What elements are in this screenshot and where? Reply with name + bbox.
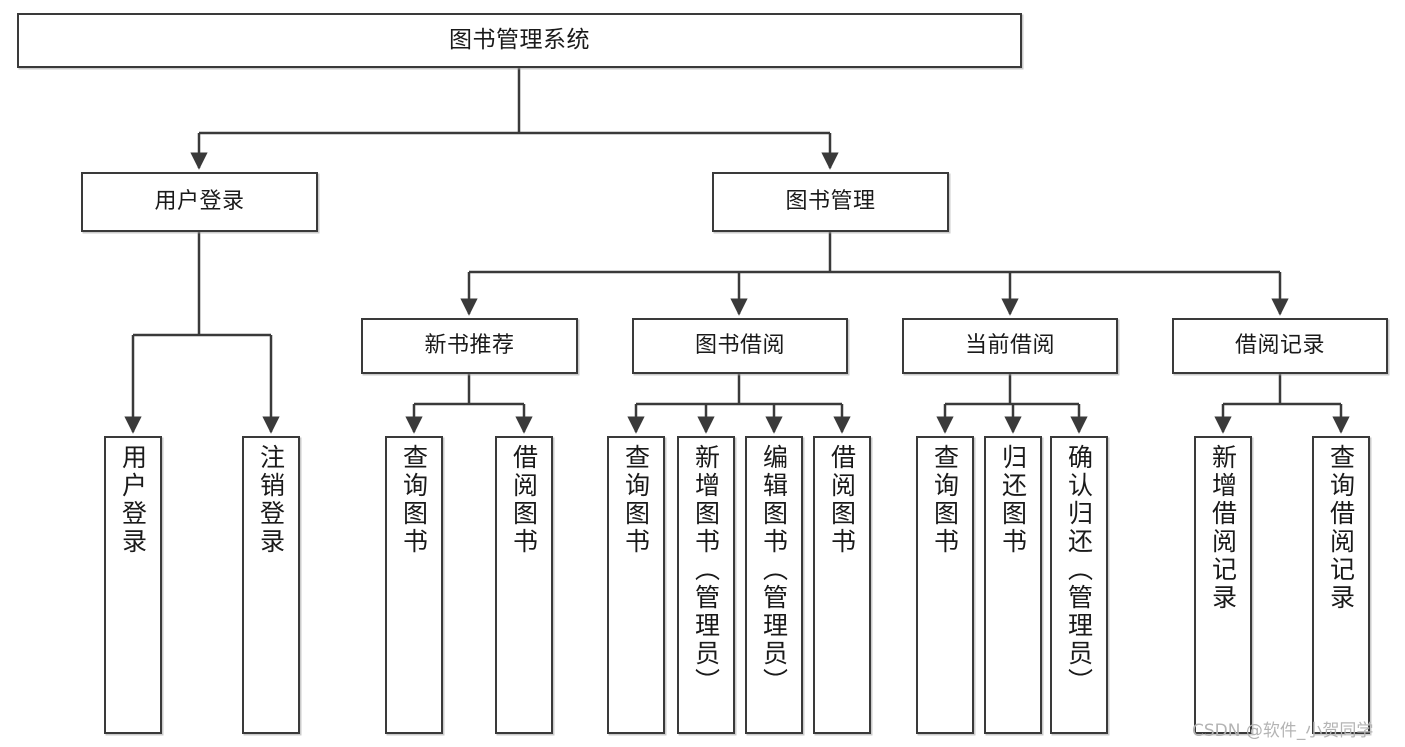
node-book-management[interactable]: 图书管理 xyxy=(712,172,949,232)
node-leaf-borrow-book-1-label: 借阅图书 xyxy=(509,444,539,556)
node-book-borrow-label: 图书借阅 xyxy=(694,332,785,358)
node-current-borrow[interactable]: 当前借阅 xyxy=(902,318,1118,374)
node-root-label: 图书管理系统 xyxy=(449,26,590,53)
node-leaf-add-book[interactable]: 新增图书（管理员） xyxy=(677,436,735,734)
node-leaf-borrow-book-2-label: 借阅图书 xyxy=(827,444,857,556)
node-leaf-logout-login-label: 注销登录 xyxy=(256,444,286,556)
node-borrow-record-label: 借阅记录 xyxy=(1234,332,1325,358)
node-leaf-query-record-label: 查询借阅记录 xyxy=(1326,444,1356,612)
node-leaf-return-book[interactable]: 归还图书 xyxy=(984,436,1042,734)
node-leaf-add-record-label: 新增借阅记录 xyxy=(1208,444,1238,612)
csdn-watermark: CSDN @软件_小贺同学 xyxy=(1192,721,1374,741)
node-user-login[interactable]: 用户登录 xyxy=(81,172,318,232)
node-leaf-return-book-label: 归还图书 xyxy=(998,444,1028,556)
node-borrow-record[interactable]: 借阅记录 xyxy=(1172,318,1388,374)
node-leaf-add-book-label: 新增图书（管理员） xyxy=(691,444,721,696)
node-new-book-recommend-label: 新书推荐 xyxy=(424,332,515,358)
node-new-book-recommend[interactable]: 新书推荐 xyxy=(361,318,578,374)
node-leaf-query-book-3-label: 查询图书 xyxy=(930,444,960,556)
node-leaf-query-book-2[interactable]: 查询图书 xyxy=(607,436,665,734)
node-leaf-user-login-label: 用户登录 xyxy=(118,444,148,556)
node-leaf-query-book-2-label: 查询图书 xyxy=(621,444,651,556)
node-leaf-query-book-1-label: 查询图书 xyxy=(399,444,429,556)
node-leaf-borrow-book-2[interactable]: 借阅图书 xyxy=(813,436,871,734)
node-leaf-query-book-1[interactable]: 查询图书 xyxy=(385,436,443,734)
node-book-management-label: 图书管理 xyxy=(785,188,876,214)
node-leaf-add-record[interactable]: 新增借阅记录 xyxy=(1194,436,1252,734)
node-leaf-query-book-3[interactable]: 查询图书 xyxy=(916,436,974,734)
node-book-borrow[interactable]: 图书借阅 xyxy=(632,318,848,374)
node-root[interactable]: 图书管理系统 xyxy=(17,13,1022,68)
node-leaf-query-record[interactable]: 查询借阅记录 xyxy=(1312,436,1370,734)
node-leaf-confirm-return[interactable]: 确认归还（管理员） xyxy=(1050,436,1108,734)
node-leaf-confirm-return-label: 确认归还（管理员） xyxy=(1064,444,1094,696)
node-leaf-user-login[interactable]: 用户登录 xyxy=(104,436,162,734)
node-leaf-borrow-book-1[interactable]: 借阅图书 xyxy=(495,436,553,734)
node-leaf-edit-book[interactable]: 编辑图书（管理员） xyxy=(745,436,803,734)
node-user-login-label: 用户登录 xyxy=(154,188,245,214)
node-leaf-edit-book-label: 编辑图书（管理员） xyxy=(759,444,789,696)
node-current-borrow-label: 当前借阅 xyxy=(964,332,1055,358)
node-leaf-logout-login[interactable]: 注销登录 xyxy=(242,436,300,734)
